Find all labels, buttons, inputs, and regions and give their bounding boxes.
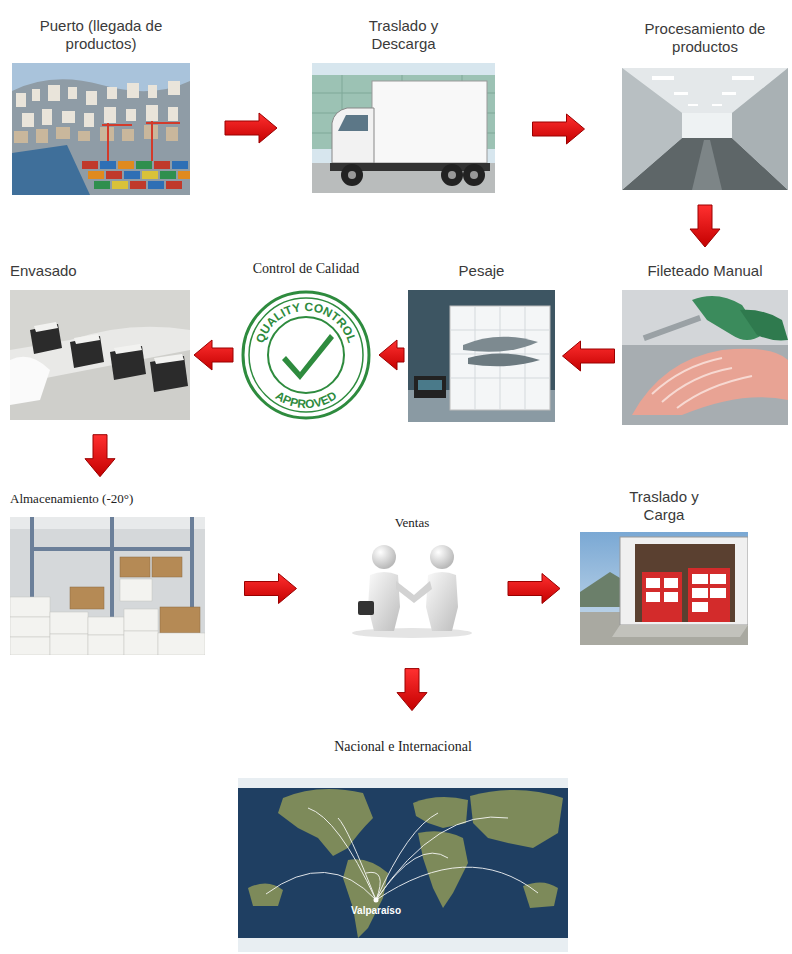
step-title: Traslado y Carga	[614, 488, 714, 524]
flow-arrow	[245, 574, 297, 604]
flow-arrow	[690, 205, 720, 247]
step-title: Pesaje	[408, 262, 555, 280]
map-label: Valparaíso	[351, 905, 401, 916]
step-title: Fileteado Manual	[622, 262, 788, 280]
process-step: Ventas	[336, 515, 488, 640]
step-title: Procesamiento de productos	[630, 20, 780, 56]
stamp-label: APPROVED	[273, 388, 340, 411]
process-step: Nacional e Internacional	[238, 739, 568, 952]
process-step: Envasado	[10, 262, 190, 420]
handshake-picture	[336, 537, 488, 640]
process-step: Puerto (llegada de productos)	[12, 17, 190, 195]
stamp-text: APPROVED	[273, 388, 340, 411]
world-map	[238, 778, 568, 952]
scale-photo	[408, 290, 555, 422]
port-photo	[12, 63, 190, 195]
truck-photo	[312, 63, 495, 193]
flow-arrow	[225, 113, 277, 143]
step-title: Envasado	[10, 262, 190, 280]
step-title: Control de Calidad	[237, 261, 375, 278]
step-title: Puerto (llegada de productos)	[19, 17, 184, 53]
process-step: Traslado y Carga	[580, 488, 748, 645]
process-step: Control de Calidad	[237, 261, 375, 420]
process-step: Procesamiento de productos	[622, 20, 788, 190]
flow-arrow	[379, 340, 404, 370]
flow-arrow	[85, 435, 115, 477]
flow-arrow	[563, 341, 615, 371]
step-title: Traslado y Descarga	[349, 17, 459, 53]
stamp-text: QUALITY CONTROL	[253, 300, 359, 345]
step-title: Almacenamiento (-20°)	[10, 491, 190, 507]
step-title: Ventas	[336, 515, 488, 531]
process-step: Fileteado Manual	[622, 262, 788, 425]
filleting-photo	[622, 290, 788, 425]
process-step: Traslado y Descarga	[312, 17, 495, 193]
processing-room-photo	[622, 68, 788, 190]
stamp-label: QUALITY CONTROL	[253, 300, 359, 345]
storage-photo	[10, 517, 205, 655]
step-title: Nacional e Internacional	[238, 739, 568, 756]
packaging-photo	[10, 290, 190, 420]
flow-arrow	[194, 340, 233, 370]
flow-arrow	[533, 114, 585, 144]
flow-arrow	[508, 574, 560, 604]
process-step: Pesaje	[408, 262, 555, 422]
loading-photo	[580, 532, 748, 645]
flow-arrow	[397, 669, 427, 711]
quality-stamp: QUALITY CONTROL APPROVED	[243, 292, 369, 418]
process-step: Almacenamiento (-20°)	[10, 491, 205, 655]
